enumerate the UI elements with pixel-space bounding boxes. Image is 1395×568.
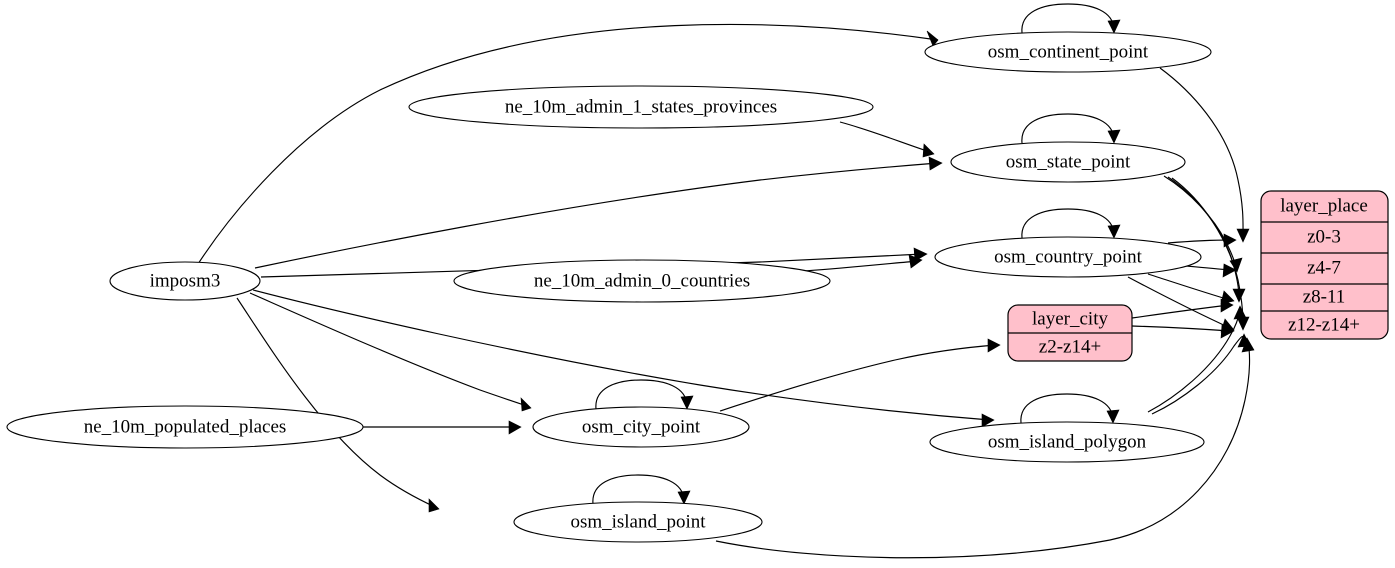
edge-imposm3-to-osm-island-polygon [252,289,995,428]
node-ne-10m-admin-1-states-provinces[interactable]: ne_10m_admin_1_states_provinces [408,85,874,129]
node-osm-city-point[interactable]: osm_city_point [532,406,750,448]
edge-imposm3-to-osm-continent-point [197,23,939,265]
edge-imposm3-to-osm-city-point [249,292,532,412]
node-ne-10m-populated-places[interactable]: ne_10m_populated_places [6,405,364,449]
node-osm-island-point[interactable]: osm_island_point [513,501,763,543]
edge-self-loop-osm-island-point [592,474,691,505]
edge-self-loop-osm-state-point [1021,113,1121,144]
edge-self-loop-osm-continent-point [1021,3,1121,34]
edge-ne-countries-to-osm-country-point [804,254,923,272]
edge-osm-country-point-to-layer-place-z0-3 [1167,233,1237,248]
edge-layer-city-to-layer-place-z12 [1131,324,1235,339]
edge-ne-populated-to-osm-city-point [362,420,522,435]
edge-osm-city-point-to-layer-city [719,338,1001,412]
edge-imposm3-to-osm-state-point [254,156,943,269]
node-ne-10m-admin-0-countries[interactable]: ne_10m_admin_0_countries [453,259,831,303]
node-osm-island-polygon[interactable]: osm_island_polygon [929,421,1205,463]
edge-self-loop-osm-city-point [595,379,694,410]
edge-osm-island-point-to-layer-place-z12 [715,337,1255,559]
edge-self-loop-osm-island-polygon [1020,393,1120,424]
node-osm-country-point[interactable]: osm_country_point [934,236,1202,278]
record-layer-place[interactable]: layer_place z0-3 z4-7 z8-11 z12-z14+ [1260,190,1389,340]
node-osm-state-point[interactable]: osm_state_point [950,141,1186,183]
edge-osm-island-polygon-to-layer-place-z8-11 [1147,305,1247,413]
node-layer: imposm3 ne_10m_admin_1_states_provinces … [6,31,1389,543]
edge-layer-city-to-layer-place-z8-11 [1131,298,1234,319]
node-imposm3[interactable]: imposm3 [109,261,261,301]
node-osm-continent-point[interactable]: osm_continent_point [924,31,1212,73]
record-layer-city[interactable]: layer_city z2-z14+ [1007,304,1133,362]
edge-self-loop-osm-country-point [1021,208,1121,239]
edge-osm-continent-point-to-layer-place-z0-3 [1159,67,1250,243]
edge-layer [197,3,1255,559]
edge-imposm3-to-osm-island-point [236,297,440,513]
edge-osm-island-polygon-to-layer-place-z12 [1151,333,1251,415]
edge-ne-states-to-osm-state-point [839,121,935,158]
